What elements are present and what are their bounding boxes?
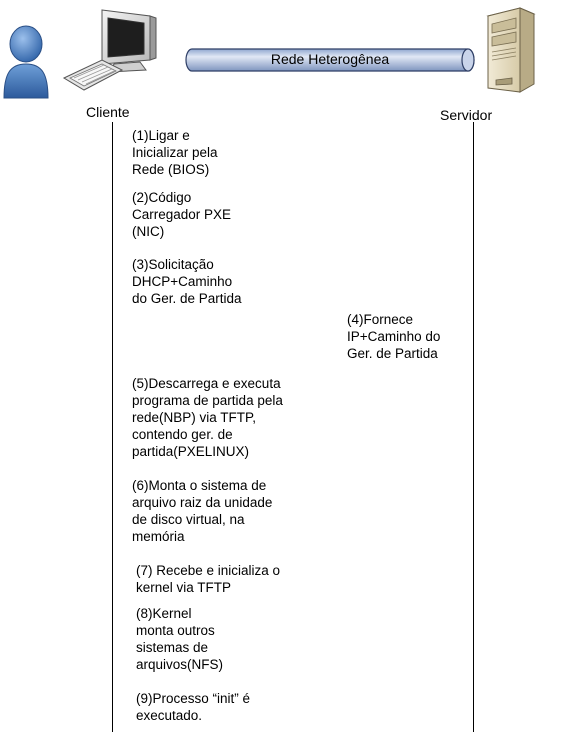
desktop-computer-icon (101, 9, 157, 73)
server-label: Servidor (440, 107, 493, 123)
client-lifeline (112, 122, 113, 732)
client-label: Cliente (86, 104, 130, 120)
step-7: (7) Recebe e inicializa o kernel via TFT… (136, 563, 281, 595)
server-lifeline (473, 122, 474, 732)
user-icon (3, 25, 49, 99)
step-3: (3)Solicitação DHCP+Caminho do Ger. de P… (132, 257, 242, 306)
step-4: (4)Fornece IP+Caminho do Ger. de Partida (347, 312, 441, 361)
step-6: (6)Monta o sistema de arquivo raiz da un… (132, 478, 273, 544)
step-2: (2)Código Carregador PXE (NIC) (132, 190, 232, 239)
server-tower-icon (486, 7, 536, 93)
step-9: (9)Processo “init” é executado. (136, 691, 251, 723)
keyboard-icon (62, 59, 124, 91)
step-1: (1)Ligar e Inicializar pela Rede (BIOS) (132, 128, 218, 177)
network-label: Rede Heterogênea (270, 51, 390, 67)
network-pipe-icon (185, 48, 475, 72)
step-8: (8)Kernel monta outros sistemas de arqui… (136, 606, 224, 672)
step-5: (5)Descarrega e executa programa de part… (132, 376, 283, 459)
